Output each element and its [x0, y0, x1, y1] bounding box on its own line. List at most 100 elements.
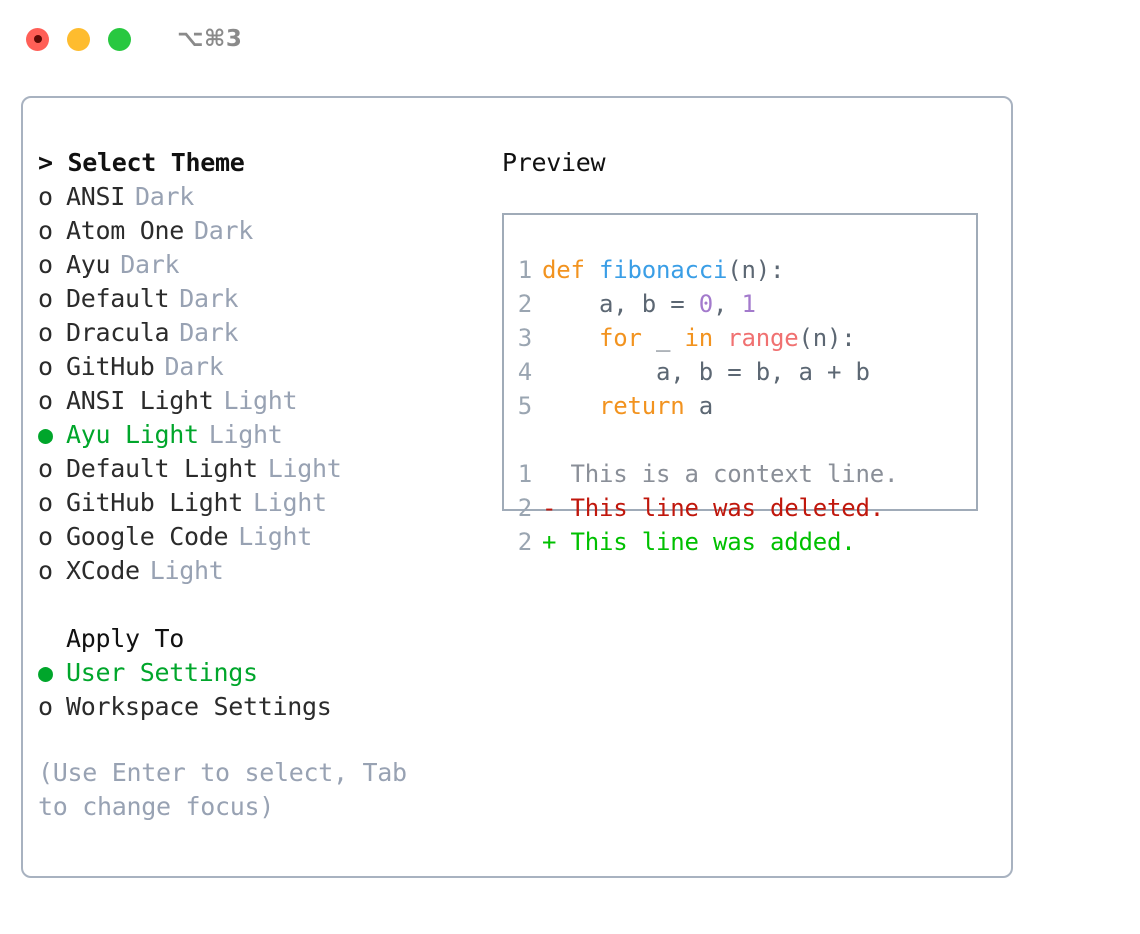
- radio-unselected-icon: o: [38, 454, 53, 483]
- theme-option-label: Google Code: [66, 522, 229, 551]
- diff-text: This line was added.: [556, 528, 856, 556]
- code-token-pl: [713, 324, 727, 352]
- theme-list-header: > Select Theme: [38, 148, 245, 177]
- diff-preview: 1 This is a context line.2- This line wa…: [504, 457, 976, 559]
- apply-to-option-workspace-settings[interactable]: o Workspace Settings: [38, 690, 468, 724]
- code-token-fn: fibonacci: [599, 256, 728, 284]
- code-line-number: 2: [517, 290, 532, 318]
- zoom-button-icon[interactable]: [108, 27, 131, 51]
- diff-line-number: 2: [517, 528, 532, 556]
- code-token-pl: (n):: [798, 324, 856, 352]
- code-diff-spacer: [504, 423, 976, 457]
- code-line-content: return a: [542, 389, 713, 423]
- diff-line: 1 This is a context line.: [504, 457, 976, 491]
- window-controls: [26, 27, 131, 51]
- close-button-icon[interactable]: [26, 27, 49, 51]
- code-token-pl: [542, 324, 599, 352]
- minimize-button-icon[interactable]: [67, 27, 90, 51]
- code-token-num: 1: [741, 290, 756, 318]
- theme-option-github[interactable]: o GitHub Dark: [38, 350, 468, 384]
- diff-line-content-del: - This line was deleted.: [542, 491, 884, 525]
- theme-option-kind-badge: Dark: [194, 216, 254, 245]
- radio-selected-icon: ●: [38, 658, 53, 687]
- code-line: 5 return a: [504, 389, 976, 423]
- code-token-bi: range: [727, 324, 799, 352]
- theme-option-label: ANSI: [66, 182, 126, 211]
- code-line: 4 a, b = b, a + b: [504, 355, 976, 389]
- code-token-pl: a, b = b, a + b: [542, 358, 870, 386]
- theme-option-kind-badge: Dark: [179, 318, 239, 347]
- theme-option-kind-badge: Dark: [164, 352, 224, 381]
- diff-sign: [542, 460, 556, 488]
- code-token-kw: in: [684, 324, 714, 352]
- code-line-content: a, b = 0, 1: [542, 287, 756, 321]
- apply-to-option-user-settings[interactable]: ●User Settings: [38, 656, 468, 690]
- apply-to-title: Apply To: [66, 624, 185, 653]
- code-token-kw: def: [542, 256, 599, 284]
- radio-unselected-icon: o: [38, 182, 53, 211]
- theme-option-label: Atom One: [66, 216, 185, 245]
- diff-sign: +: [542, 528, 557, 556]
- radio-unselected-icon: o: [38, 556, 53, 585]
- radio-selected-icon: ●: [38, 420, 53, 449]
- diff-sign: -: [542, 494, 557, 522]
- theme-option-kind-badge: Dark: [120, 250, 180, 279]
- code-line-number: 5: [517, 392, 532, 420]
- diff-line-content-ctx: This is a context line.: [542, 457, 898, 491]
- diff-text: This line was deleted.: [556, 494, 884, 522]
- code-token-num: 0: [698, 290, 713, 318]
- diff-text: This is a context line.: [556, 460, 899, 488]
- theme-option-label: ANSI Light: [66, 386, 214, 415]
- code-token-pl: _: [641, 324, 685, 352]
- theme-option-kind-badge: Light: [208, 420, 283, 449]
- radio-unselected-icon: o: [38, 352, 53, 381]
- code-line-number: 1: [517, 256, 532, 284]
- diff-line: 2- This line was deleted.: [504, 491, 976, 525]
- theme-option-label: GitHub: [66, 352, 155, 381]
- theme-option-kind-badge: Light: [223, 386, 298, 415]
- diff-line: 2 + This line was added.: [504, 525, 976, 559]
- apply-to-option-label: Workspace Settings: [66, 692, 332, 721]
- theme-option-label: Default: [66, 284, 170, 313]
- theme-option-kind-badge: Light: [253, 488, 327, 517]
- radio-unselected-icon: o: [38, 692, 53, 721]
- radio-unselected-icon: o: [38, 216, 53, 245]
- code-line-content: a, b = b, a + b: [542, 355, 870, 389]
- code-token-pl: a: [684, 392, 713, 420]
- theme-option-kind-badge: Light: [267, 454, 342, 483]
- theme-option-label: XCode: [66, 556, 140, 585]
- title-bar: ⌥⌘3: [0, 0, 1140, 78]
- code-line-content: for _ in range(n):: [542, 321, 856, 355]
- code-token-kw: return: [599, 392, 685, 420]
- code-line-number: 4: [517, 358, 532, 386]
- code-line: 2 a, b = 0, 1: [504, 287, 976, 321]
- radio-unselected-icon: o: [38, 250, 53, 279]
- diff-line-content-add: + This line was added.: [542, 525, 856, 559]
- keyboard-hint-text: (Use Enter to select, Tab to change focu…: [38, 758, 407, 821]
- radio-unselected-icon: o: [38, 284, 53, 313]
- code-line: 3 for _ in range(n):: [504, 321, 976, 355]
- code-token-pl: a, b =: [542, 290, 699, 318]
- diff-line-number: 1: [517, 460, 532, 488]
- theme-option-atom-one[interactable]: o Atom One Dark: [38, 214, 468, 248]
- keyboard-shortcut-label: ⌥⌘3: [177, 26, 243, 52]
- radio-unselected-icon: o: [38, 318, 53, 347]
